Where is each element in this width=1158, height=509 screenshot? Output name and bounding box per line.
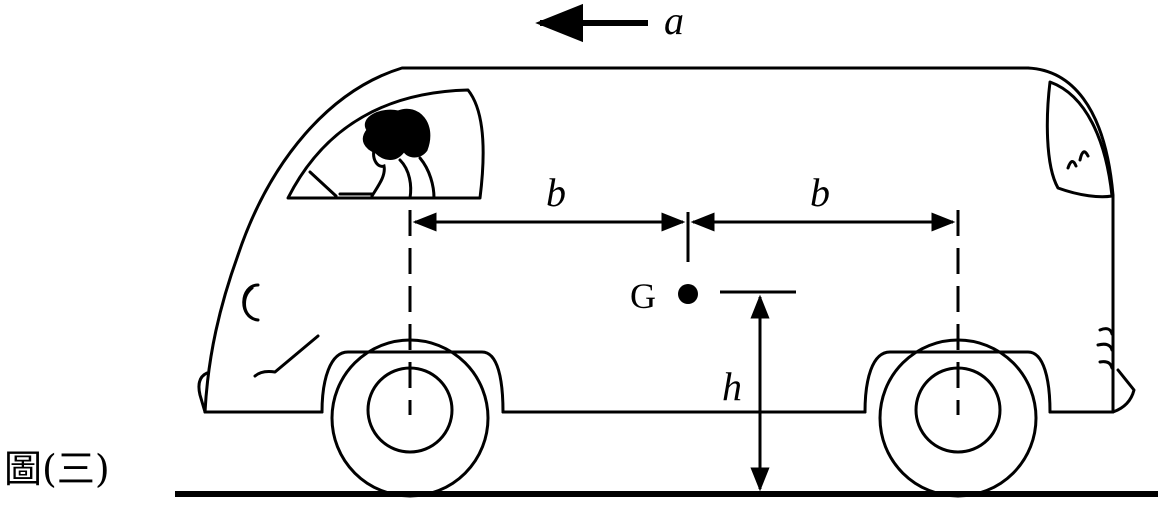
- van-body: [197, 66, 1136, 414]
- driver-figure: [308, 108, 436, 200]
- cg-label: G: [630, 276, 656, 316]
- cg-point: [678, 284, 698, 304]
- height-label: h: [722, 364, 742, 409]
- figure-caption: 圖(三): [4, 447, 110, 491]
- rear-b-label: b: [810, 170, 830, 215]
- front-b-label: b: [546, 170, 566, 215]
- height-dimension: [720, 290, 796, 492]
- wheelbase-dimensions: [412, 212, 956, 262]
- acceleration-label: a: [664, 0, 684, 43]
- axle-center-lines: [408, 210, 960, 415]
